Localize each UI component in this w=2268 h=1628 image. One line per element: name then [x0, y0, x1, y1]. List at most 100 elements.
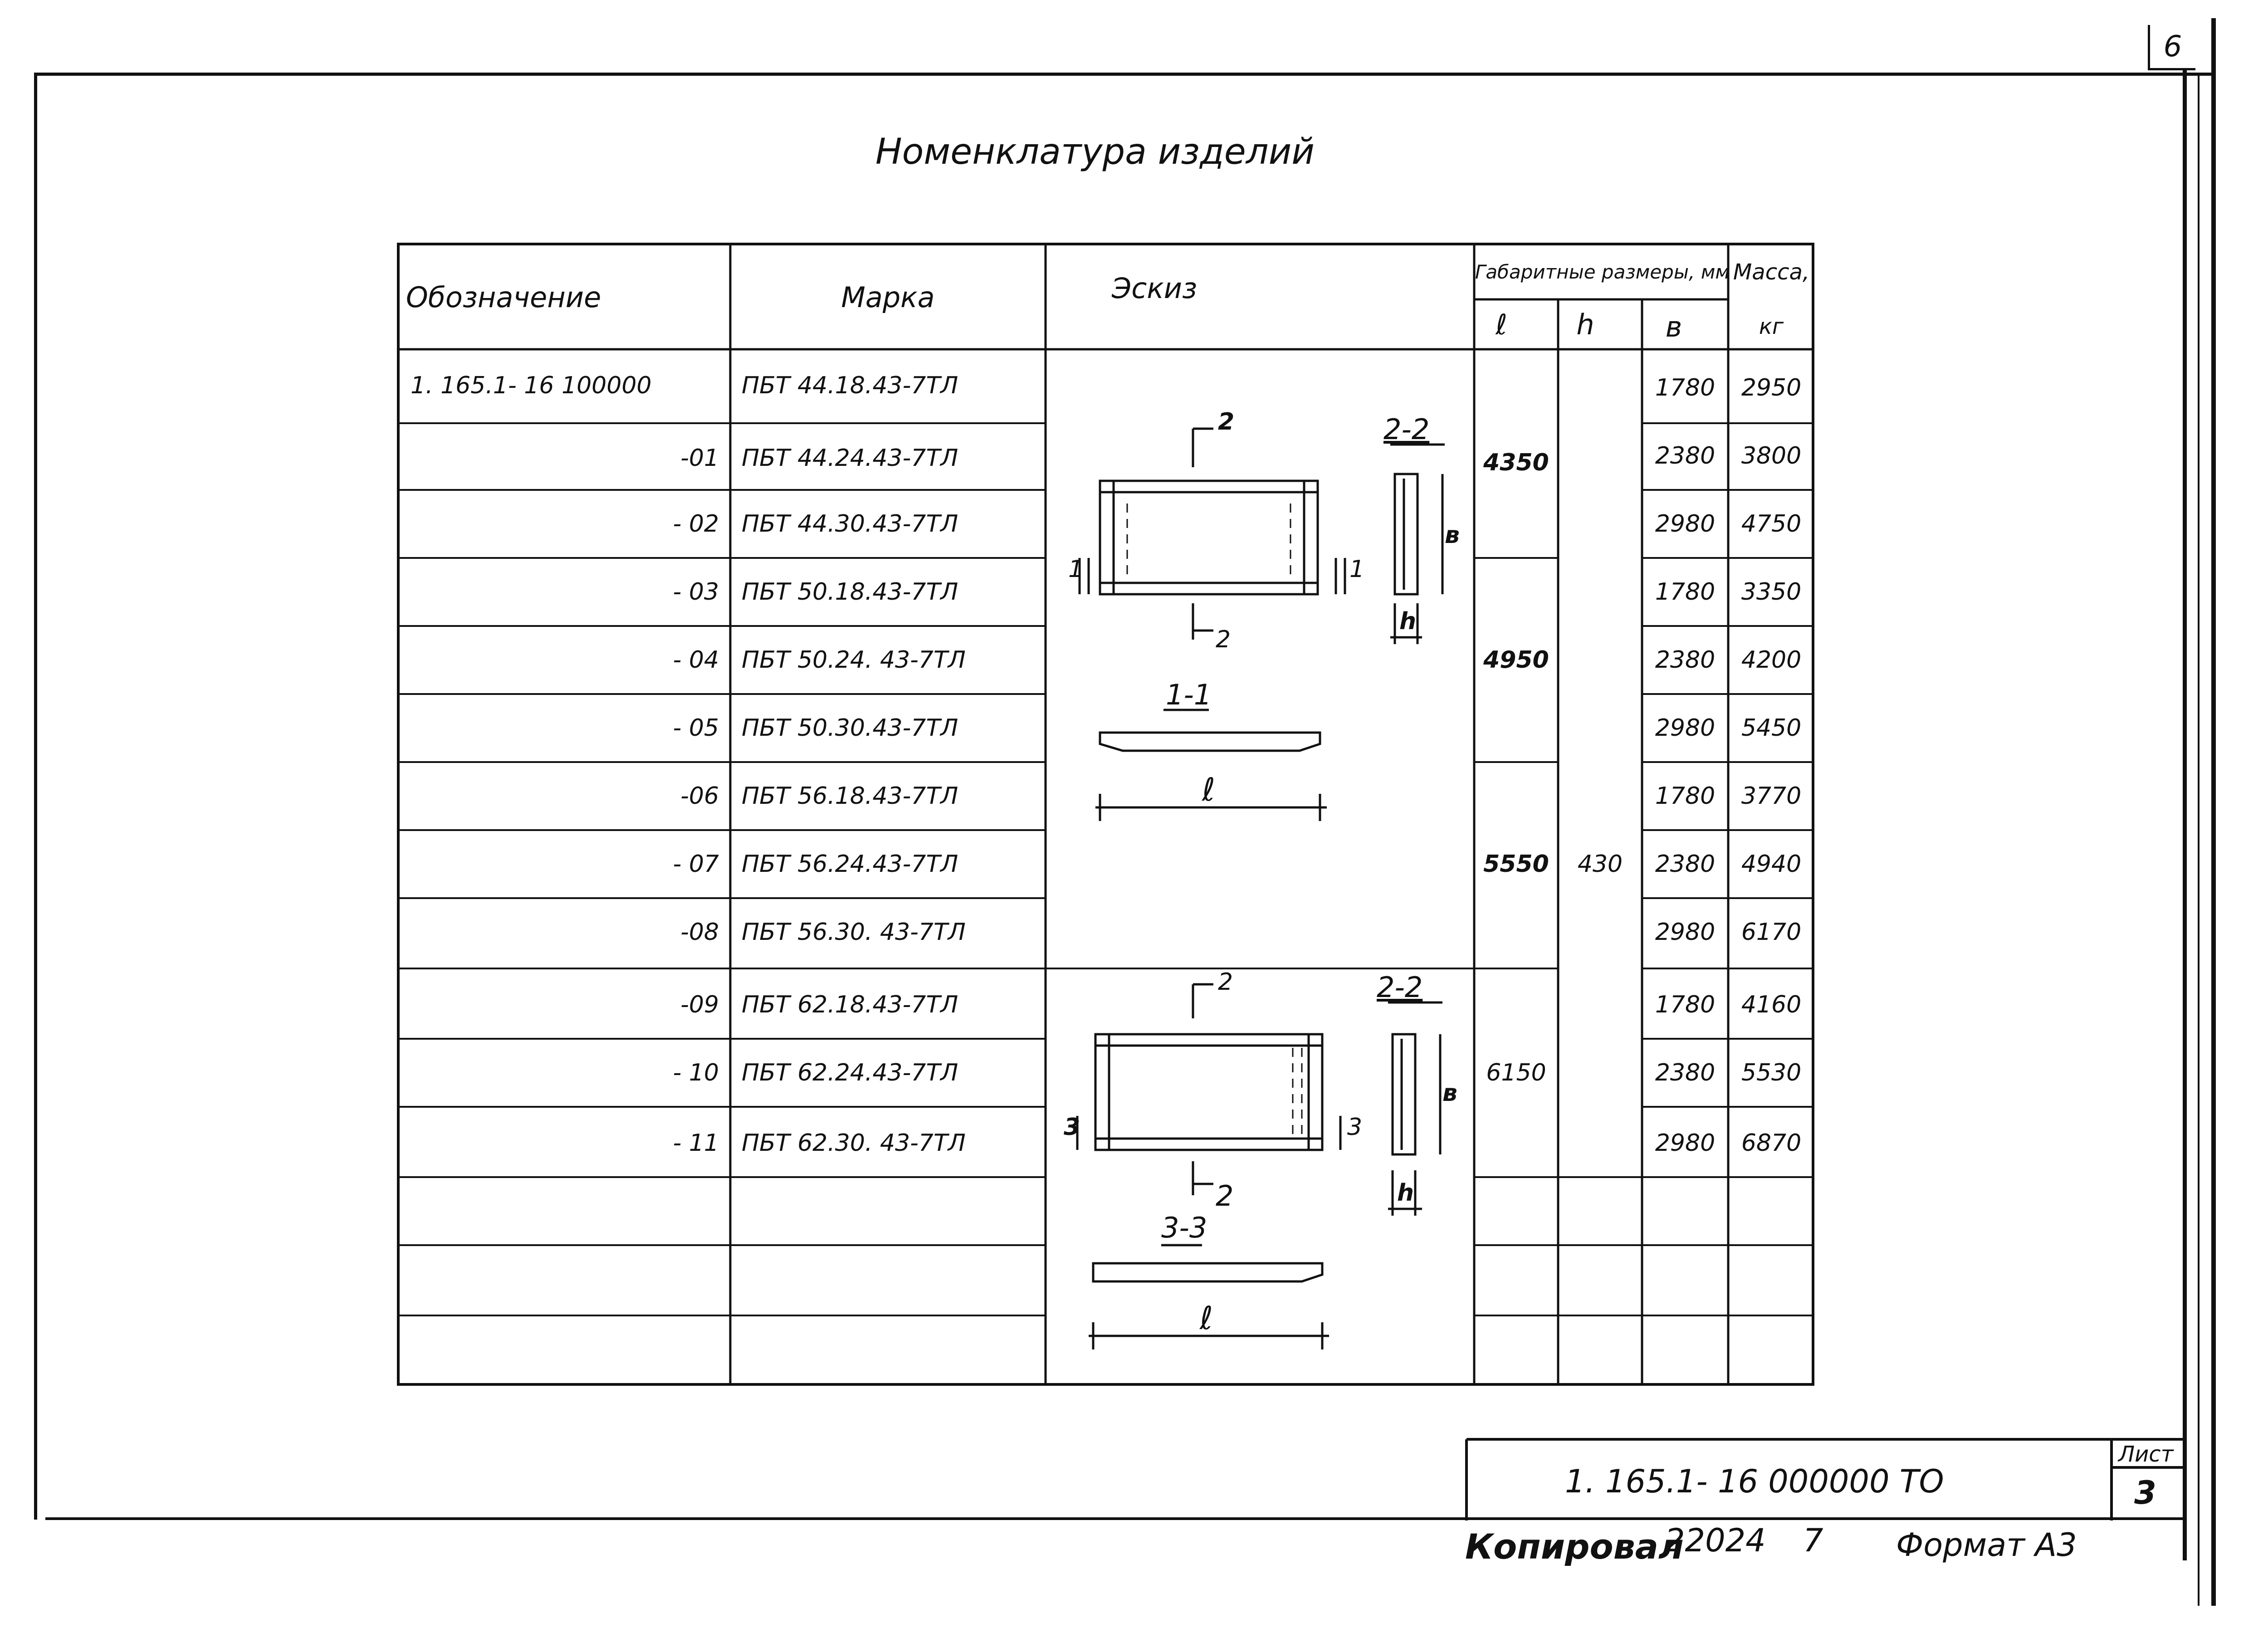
cut-mark-1-left: 1 — [1068, 556, 1084, 583]
row-mark: ПБТ 44.18.43-7ТЛ — [742, 372, 958, 399]
section-2-2-bottom-shape — [1391, 1033, 1417, 1156]
b-value: 2380 — [1655, 646, 1716, 674]
dim-h-label-bottom: h — [1397, 1179, 1414, 1207]
document-code: 1. 165.1- 16 000000 ТО — [1565, 1463, 1944, 1500]
cut-mark-2-bottom: 2 — [1218, 968, 1233, 996]
header-mass-unit: кг — [1759, 314, 1784, 339]
row-designation: -09 — [680, 991, 719, 1018]
dim-b-label-bottom: в — [1442, 1080, 1457, 1107]
row-mark: ПБТ 56.30. 43-7ТЛ — [742, 919, 966, 946]
mass-value: 2950 — [1741, 374, 1802, 401]
cut-mark-2-top: 2 — [1218, 408, 1235, 435]
row-designation: -08 — [680, 919, 719, 946]
section-1-1-profile — [1099, 731, 1321, 752]
b-value: 1780 — [1655, 578, 1716, 606]
b-value: 2980 — [1655, 510, 1716, 538]
row-mark: ПБТ 50.24. 43-7ТЛ — [742, 646, 966, 674]
dim-h-label-top: h — [1399, 608, 1417, 635]
section-2-2-top-label: 2-2 — [1383, 413, 1430, 446]
l-value: 4350 — [1483, 449, 1549, 476]
page-title: Номенклатура изделий — [875, 132, 1315, 172]
title-block: 1. 165.1- 16 000000 ТО Лист 3 — [1465, 1438, 2184, 1520]
row-mark: ПБТ 62.30. 43-7ТЛ — [742, 1129, 966, 1157]
header-dim-b: в — [1665, 310, 1682, 343]
mass-value: 3770 — [1741, 782, 1802, 810]
row-mark: ПБТ 44.30.43-7ТЛ — [742, 510, 958, 538]
mass-value: 3800 — [1741, 442, 1802, 469]
dim-b-label-top: в — [1445, 522, 1460, 549]
mass-value: 4940 — [1741, 851, 1802, 878]
table-grid — [397, 243, 1814, 1386]
b-value: 2380 — [1655, 851, 1716, 878]
copied-label: Копировал — [1465, 1526, 1684, 1567]
frame-right-line-inner — [2198, 73, 2200, 1606]
page-number: 6 — [2148, 25, 2195, 70]
l-value: 5550 — [1483, 851, 1549, 878]
mass-value: 5530 — [1741, 1059, 1802, 1086]
sketch-area: 2-2 2 2 1 1 в h 1-1 ℓ 2-2 2 2 3 3 в h 3-… — [1046, 349, 1476, 1386]
row-mark: ПБТ 44.24.43-7ТЛ — [742, 445, 958, 472]
row-designation: -06 — [680, 782, 719, 810]
slab-plan-bottom — [1094, 1033, 1324, 1151]
dim-l-label-3: ℓ — [1200, 1300, 1213, 1337]
cut-mark-2-under-bottom: 2 — [1216, 1179, 1234, 1212]
mass-value: 4160 — [1741, 991, 1802, 1018]
copy-index: 7 — [1803, 1522, 1823, 1559]
title-block-frame — [1465, 1438, 2184, 1520]
sketch-drawings — [1076, 427, 1445, 1349]
header-mass: Масса, — [1733, 259, 1810, 285]
dim-l-label-1: ℓ — [1202, 771, 1215, 808]
header-dim-l: ℓ — [1496, 308, 1507, 341]
row-designation: - 07 — [673, 851, 719, 878]
row-designation: - 02 — [673, 510, 719, 538]
mass-value: 4750 — [1741, 510, 1802, 538]
b-value: 2980 — [1655, 714, 1716, 742]
mass-value: 6170 — [1741, 919, 1802, 946]
section-3-3-profile — [1092, 1262, 1324, 1283]
row-mark: ПБТ 62.18.43-7ТЛ — [742, 991, 958, 1018]
h-value: 430 — [1577, 851, 1623, 878]
mass-value: 4200 — [1741, 646, 1802, 674]
row-mark: ПБТ 50.30.43-7ТЛ — [742, 714, 958, 742]
row-mark: ПБТ 62.24.43-7ТЛ — [742, 1059, 958, 1086]
row-designation: - 11 — [673, 1129, 719, 1157]
frame-top-line — [34, 73, 2211, 76]
row-mark: ПБТ 56.24.43-7ТЛ — [742, 851, 958, 878]
b-value: 2980 — [1655, 1129, 1716, 1157]
b-value: 1780 — [1655, 374, 1716, 401]
b-value: 2980 — [1655, 919, 1716, 946]
cut-mark-2-under-top: 2 — [1216, 626, 1231, 653]
cut-mark-3-right: 3 — [1347, 1114, 1363, 1141]
frame-bottom-line — [45, 1517, 2184, 1520]
header-sketch: Эскиз — [1111, 271, 1198, 305]
row-mark: ПБТ 56.18.43-7ТЛ — [742, 782, 958, 810]
cut-mark-3-left: 3 — [1064, 1114, 1080, 1141]
copy-line: Копировал 22024 7 Формат А3 — [1465, 1520, 2146, 1574]
mass-value: 3350 — [1741, 578, 1802, 606]
l-value: 6150 — [1486, 1059, 1546, 1086]
sheet-number: 3 — [2134, 1474, 2156, 1511]
b-value: 1780 — [1655, 991, 1716, 1018]
section-2-2-bottom-label: 2-2 — [1377, 971, 1423, 1004]
l-value: 4950 — [1483, 646, 1549, 674]
cut-mark-1-right: 1 — [1349, 556, 1365, 583]
row-designation: -01 — [680, 445, 719, 472]
row-designation: - 05 — [673, 714, 719, 742]
header-dim-h: h — [1576, 308, 1594, 341]
frame-right-line — [2183, 68, 2187, 1560]
mass-value: 6870 — [1741, 1129, 1802, 1157]
section-2-2-top-shape — [1393, 473, 1419, 596]
nomenclature-table: Обозначение Марка Эскиз Габаритные разме… — [397, 243, 1814, 1386]
mass-value: 5450 — [1741, 714, 1802, 742]
section-3-3-label: 3-3 — [1161, 1211, 1207, 1244]
copy-number: 22024 — [1665, 1522, 1766, 1559]
row-designation: 1. 165.1- 16 100000 — [411, 372, 652, 399]
b-value: 1780 — [1655, 782, 1716, 810]
slab-plan-top — [1099, 479, 1319, 596]
b-value: 2380 — [1655, 1059, 1716, 1086]
row-designation: - 04 — [673, 646, 719, 674]
sheet-label: Лист — [2118, 1442, 2174, 1467]
row-designation: - 10 — [673, 1059, 719, 1086]
section-1-1-label: 1-1 — [1166, 678, 1212, 711]
frame-right-line-outer — [2211, 18, 2216, 1606]
